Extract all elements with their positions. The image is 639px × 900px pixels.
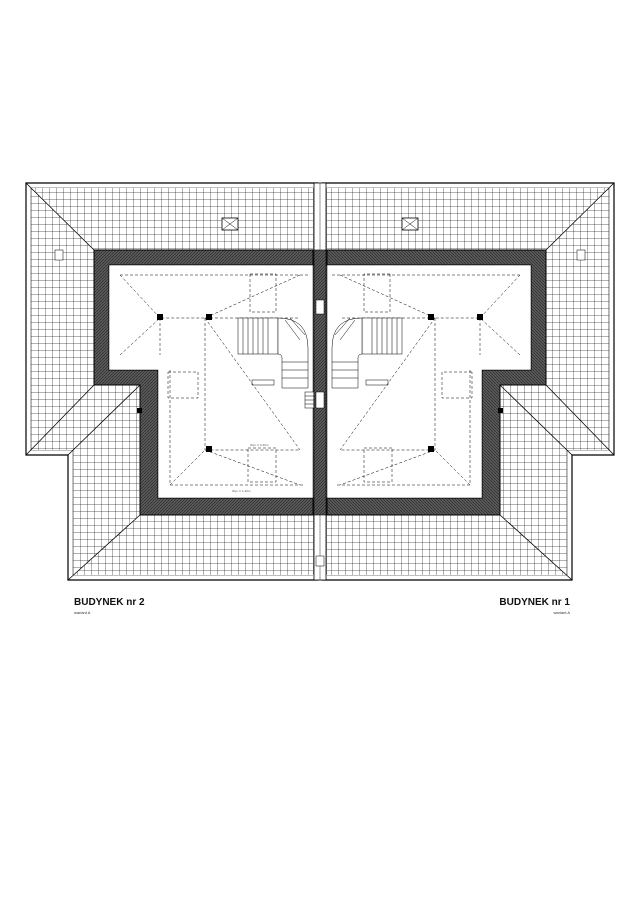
svg-text:Wys. h 0,40m: Wys. h 0,40m [250, 443, 269, 447]
staircase [237, 317, 318, 409]
roof-slope-north [31, 188, 313, 250]
party-wall [313, 182, 327, 581]
building-2-title: BUDYNEK nr 2 [74, 597, 145, 608]
building-1-variant: wariant A [553, 610, 570, 615]
svg-text:Wys. h 1,40m: Wys. h 1,40m [232, 489, 251, 493]
building-1-roof [321, 182, 615, 581]
building-2-variant: wariant A [74, 610, 91, 615]
roof-slope-west [31, 188, 94, 450]
roof-slope-southwest [31, 385, 140, 575]
building-1-title: BUDYNEK nr 1 [499, 597, 570, 608]
roof-slope-south [73, 515, 313, 575]
building-2-roof: Wys. h 1,40m Wys. h 0,40m [25, 182, 319, 581]
